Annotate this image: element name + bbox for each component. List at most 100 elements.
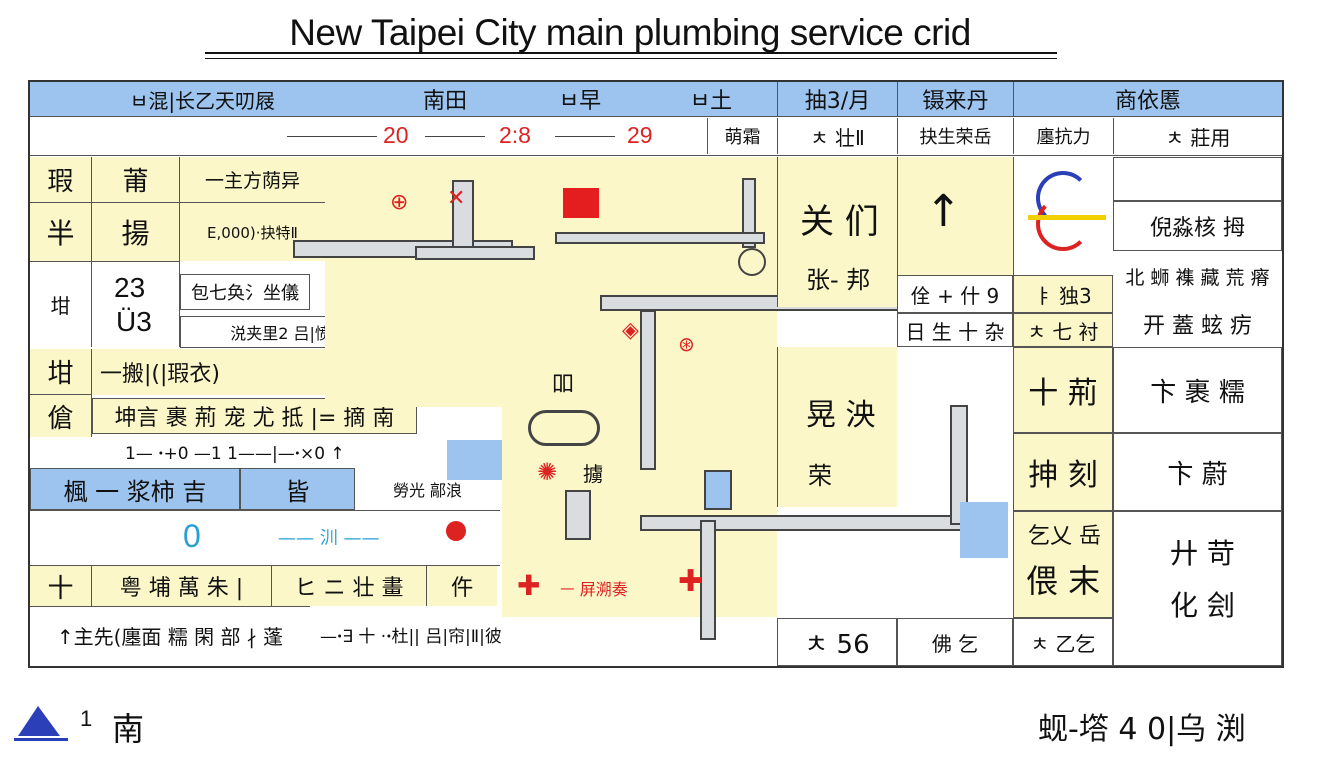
left-cell-r3b-bottom: Ü3 xyxy=(116,306,152,337)
header-cell-5: 抽3/月 xyxy=(777,82,897,116)
left-scale-row: 1— ꞏ+0 —1 1——|—ꞏ×0 ↑ xyxy=(30,437,450,467)
left-cell-r10b: —ꞏ∃ 十 ·ꞏ杜|| 吕|帘|Ⅱ|彼 xyxy=(320,627,502,647)
right-cell-b0 xyxy=(1113,157,1282,201)
mid-right-upper xyxy=(777,157,897,307)
header-cell-3: ㅂ早 xyxy=(515,82,645,116)
pipe-v6 xyxy=(700,520,716,640)
footer-left-text: 南 xyxy=(112,710,145,748)
right-cell-a2: ㅊ 七 衬 xyxy=(1013,313,1113,347)
arrow-up-icon: ↑ xyxy=(925,186,962,237)
scale-line-1 xyxy=(287,136,377,137)
left-cell-r1a: 瑕 xyxy=(30,157,92,203)
pipe-loop xyxy=(528,410,600,446)
pipe-v2 xyxy=(742,178,756,248)
scale-cell-4: 廛抗力 xyxy=(1013,118,1113,154)
left-cell-r3a: 坩 xyxy=(30,261,92,347)
left-row-8-label: —— 汌 —— xyxy=(278,528,380,549)
blue-block-center xyxy=(704,470,732,510)
red-dot-icon xyxy=(446,521,466,541)
scale-cell-3: 抉生荣岳 xyxy=(897,118,1013,154)
mid-right-g3: ㅊ 56 xyxy=(777,618,897,666)
left-cell-r7b: 皆 xyxy=(240,468,355,510)
pipe-h2 xyxy=(415,246,535,260)
scale-number-1: 20 xyxy=(383,122,409,148)
blue-block-1 xyxy=(447,440,505,480)
left-cell-r3b-top: 23 xyxy=(114,272,146,303)
header-cell-7: 商依慝 xyxy=(1013,82,1282,116)
red-symbol-4: ⊛ xyxy=(678,332,695,356)
center-label-3: ㅡ 屏溯奏 xyxy=(560,580,628,599)
left-cell-r6a: 傖 xyxy=(30,395,92,437)
left-cell-r2b: 揚 xyxy=(92,203,180,261)
header-cell-6: 镊来丹 xyxy=(897,82,1013,116)
blue-block-right xyxy=(960,502,1008,558)
center-label-2: 擄 xyxy=(583,462,603,486)
right-cell-b67: 廾 苛 化 刽 xyxy=(1113,511,1282,666)
right-cell-b6: 廾 苛 xyxy=(1170,537,1235,570)
footer-left-number: 1 xyxy=(80,706,93,731)
mid-right-text-4: 荣 xyxy=(808,462,832,490)
left-cell-r3b: 23 Ü3 xyxy=(92,261,180,347)
logo-red-arc xyxy=(1036,197,1090,251)
logo-blue-arc xyxy=(1036,171,1090,225)
scale-cell-2: ㅊ 壮Ⅱ xyxy=(777,118,897,154)
marker-zero: 0 xyxy=(183,518,201,554)
scale-line-3 xyxy=(555,136,615,137)
mid-right-g1: 佺 + 什 9 xyxy=(897,275,1013,313)
north-arrow-icon xyxy=(18,706,60,736)
page-title: New Taipei City main plumbing service cr… xyxy=(289,12,971,53)
right-cell-a4: 抻 刻 xyxy=(1013,433,1113,511)
header-cell-4: ㅂ土 xyxy=(645,82,777,116)
footer-right-text: 蚬-㙮 4 0|乌 渕 xyxy=(1038,712,1246,747)
left-row-8 xyxy=(30,510,500,566)
left-cell-r9c: ヒ ニ 壮 畫 xyxy=(272,566,427,606)
red-symbol-1: ⊕ xyxy=(390,190,409,215)
title-underline-2 xyxy=(205,58,1057,59)
scale-row-bg xyxy=(30,116,1282,156)
pipe-h3 xyxy=(555,232,765,244)
scale-line-2 xyxy=(425,136,485,137)
mid-right-lower xyxy=(777,347,897,507)
right-cell-b7: 化 刽 xyxy=(1170,589,1235,622)
left-cell-r3c: 包七奂氵坐儀 xyxy=(180,274,310,310)
mid-right-g4: 佛 乞 xyxy=(897,618,1013,666)
header-cell-2: 南田 xyxy=(375,82,515,116)
scale-cell-5: ㅊ 莊用 xyxy=(1113,118,1282,154)
pipe-v5 xyxy=(565,490,591,540)
red-symbol-3: ◈ xyxy=(622,318,639,343)
scale-cell-1: 萌霜 xyxy=(707,118,777,154)
pipe-h5 xyxy=(640,515,970,531)
mid-right-text-3: 晃 泱 xyxy=(806,398,876,433)
right-cell-b5: 卞 蔚 xyxy=(1113,433,1282,511)
center-label-1: 吅 xyxy=(552,372,575,397)
left-cell-r5a: 坩 xyxy=(30,349,92,395)
red-symbol-2: ✕ xyxy=(447,186,466,211)
right-cell-a6: 偎 末 xyxy=(1026,562,1101,600)
right-cell-b3: 开 蓋 蚿 疠 xyxy=(1113,301,1282,347)
red-cross-2: ✚ xyxy=(678,564,704,599)
pipe-v3 xyxy=(640,310,656,470)
logo-yellow-bar xyxy=(1028,215,1106,220)
red-cross-1: ✚ xyxy=(517,569,541,602)
right-cell-b1: 倪淼核 拇 xyxy=(1113,201,1282,251)
left-cell-r2a: 半 xyxy=(30,203,92,261)
left-cell-r9a: 十 xyxy=(30,566,92,606)
left-cell-r9d: 仵 xyxy=(427,566,497,606)
scale-number-3: 29 xyxy=(627,122,653,148)
title-underline xyxy=(205,52,1057,54)
mid-right-arrow-cell xyxy=(897,157,1013,275)
right-cell-a56: 乞乂 岳 偎 末 xyxy=(1013,511,1113,618)
scale-number-2: 2:8 xyxy=(499,122,531,148)
right-cell-b2: 北 蛳 襍 藏 荒 瘠 xyxy=(1113,251,1282,301)
mid-right-text-1: 关 们 xyxy=(800,202,879,242)
right-cell-a5: 乞乂 岳 xyxy=(1028,524,1101,549)
logo-cell xyxy=(1013,157,1113,275)
red-square-marker xyxy=(563,188,599,218)
right-cell-b4: 卞 裹 糯 xyxy=(1113,347,1282,433)
left-cell-r7a: 楓 一 浆柿 吉 xyxy=(30,468,240,510)
mid-right-text-2: 张- 邦 xyxy=(806,266,871,294)
north-arrow-base xyxy=(14,738,68,741)
header-cell-1: ㅂ混|长乙天叨屐 xyxy=(30,82,375,116)
left-cell-r1b: 莆 xyxy=(92,157,180,203)
right-cell-a3: 十 荊 xyxy=(1013,347,1113,433)
